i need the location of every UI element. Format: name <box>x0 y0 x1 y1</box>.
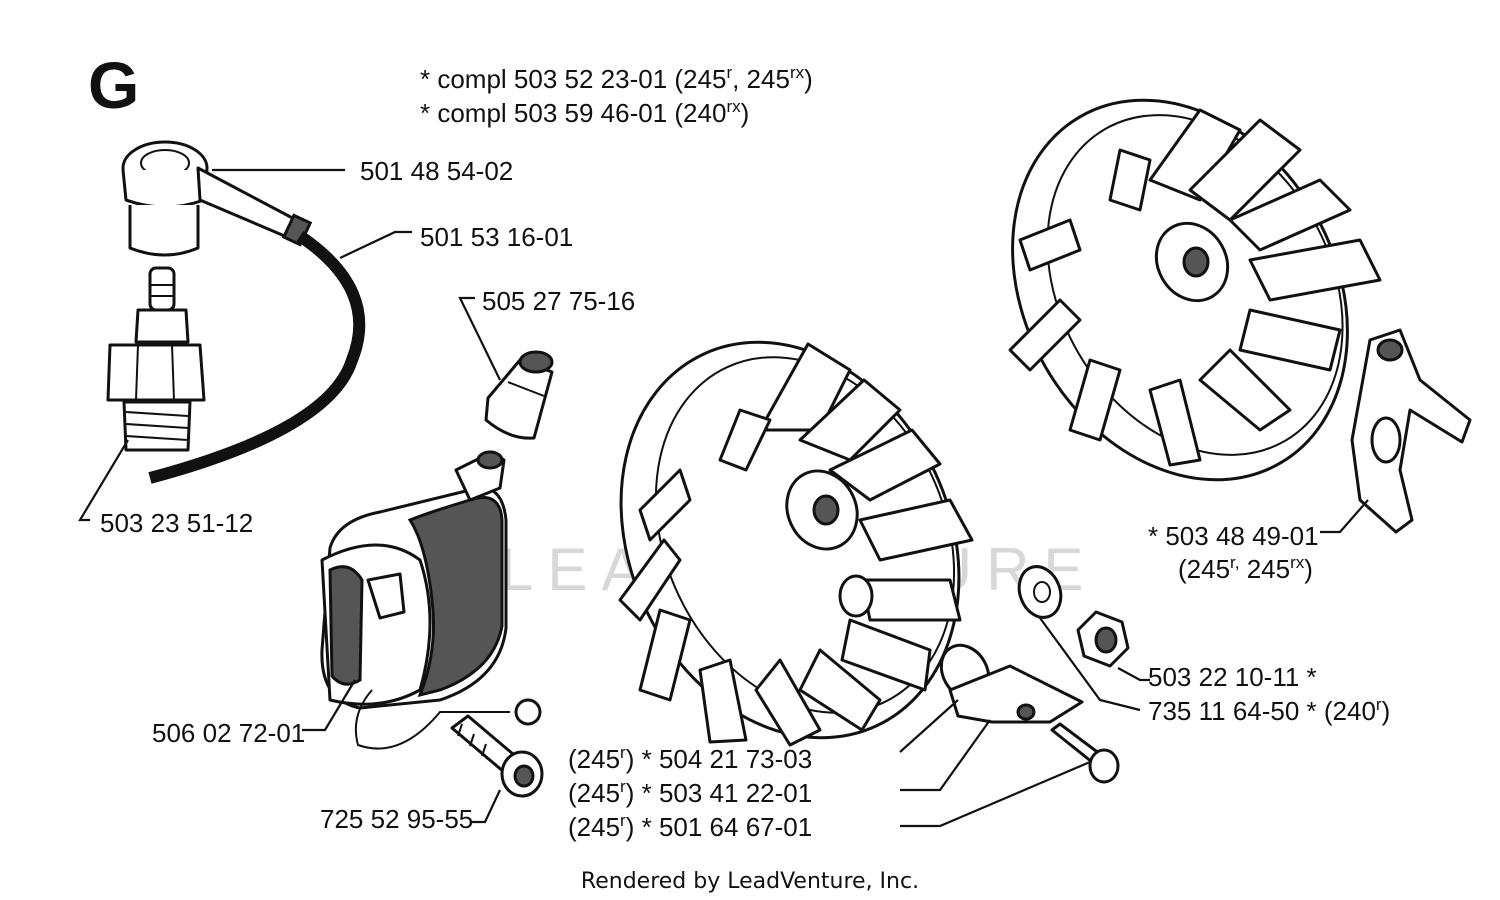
coil-screw <box>450 714 544 798</box>
nut <box>1076 610 1130 668</box>
label-spark-plug: 503 23 51-12 <box>100 508 253 538</box>
leader-pawl-2 <box>900 719 991 792</box>
spark-plug-cap <box>121 140 313 257</box>
leader-nipple <box>458 296 501 381</box>
label-washer: 735 11 64-50 * (240r) <box>1148 695 1390 726</box>
spark-plug <box>106 266 206 452</box>
label-cable: 501 53 16-01 <box>420 222 573 252</box>
nipple <box>484 350 554 440</box>
label-screw: 725 52 95-55 <box>320 804 473 834</box>
ht-cable <box>148 231 366 484</box>
section-letter: G <box>88 48 139 122</box>
leader-coil <box>302 679 356 732</box>
note-line-2: * compl 503 59 46-01 (240rx) <box>420 97 749 128</box>
note-line-1: * compl 503 52 23-01 (245r, 245rx) <box>420 63 813 94</box>
leader-screw <box>470 789 501 824</box>
ignition-coil <box>320 450 508 710</box>
label-coil: 506 02 72-01 <box>152 718 305 748</box>
ring-terminal <box>514 698 542 726</box>
washer <box>1017 565 1063 619</box>
clutch-part <box>1350 328 1472 534</box>
leader-washer <box>1039 617 1141 712</box>
label-pawl-3: (245r) * 501 64 67-01 <box>568 811 812 842</box>
flywheel-rear <box>1008 98 1382 482</box>
label-pawl-1: (245r) * 504 21 73-03 <box>568 743 812 774</box>
flywheel-front <box>618 340 974 747</box>
label-nipple: 505 27 75-16 <box>482 286 635 316</box>
leader-cable <box>339 230 412 259</box>
leader-clutch <box>1320 499 1369 534</box>
pawl-spring <box>939 643 1084 724</box>
label-cap: 501 48 54-02 <box>360 156 513 186</box>
leader-nut <box>1117 667 1150 682</box>
label-nut: 503 22 10-11 * <box>1148 662 1317 692</box>
label-clutch: * 503 48 49-01 <box>1148 521 1319 551</box>
pawl-bolt <box>1050 722 1120 784</box>
label-clutch-models: (245r, 245rx) <box>1178 553 1313 584</box>
footer-credit: Rendered by LeadVenture, Inc. <box>581 869 919 894</box>
leader-pawl-1 <box>899 699 959 753</box>
coil-wire <box>354 689 510 750</box>
label-pawl-2: (245r) * 503 41 22-01 <box>568 777 812 808</box>
leader-pawl-3 <box>900 760 1091 828</box>
leader-spark-plug <box>78 439 129 522</box>
